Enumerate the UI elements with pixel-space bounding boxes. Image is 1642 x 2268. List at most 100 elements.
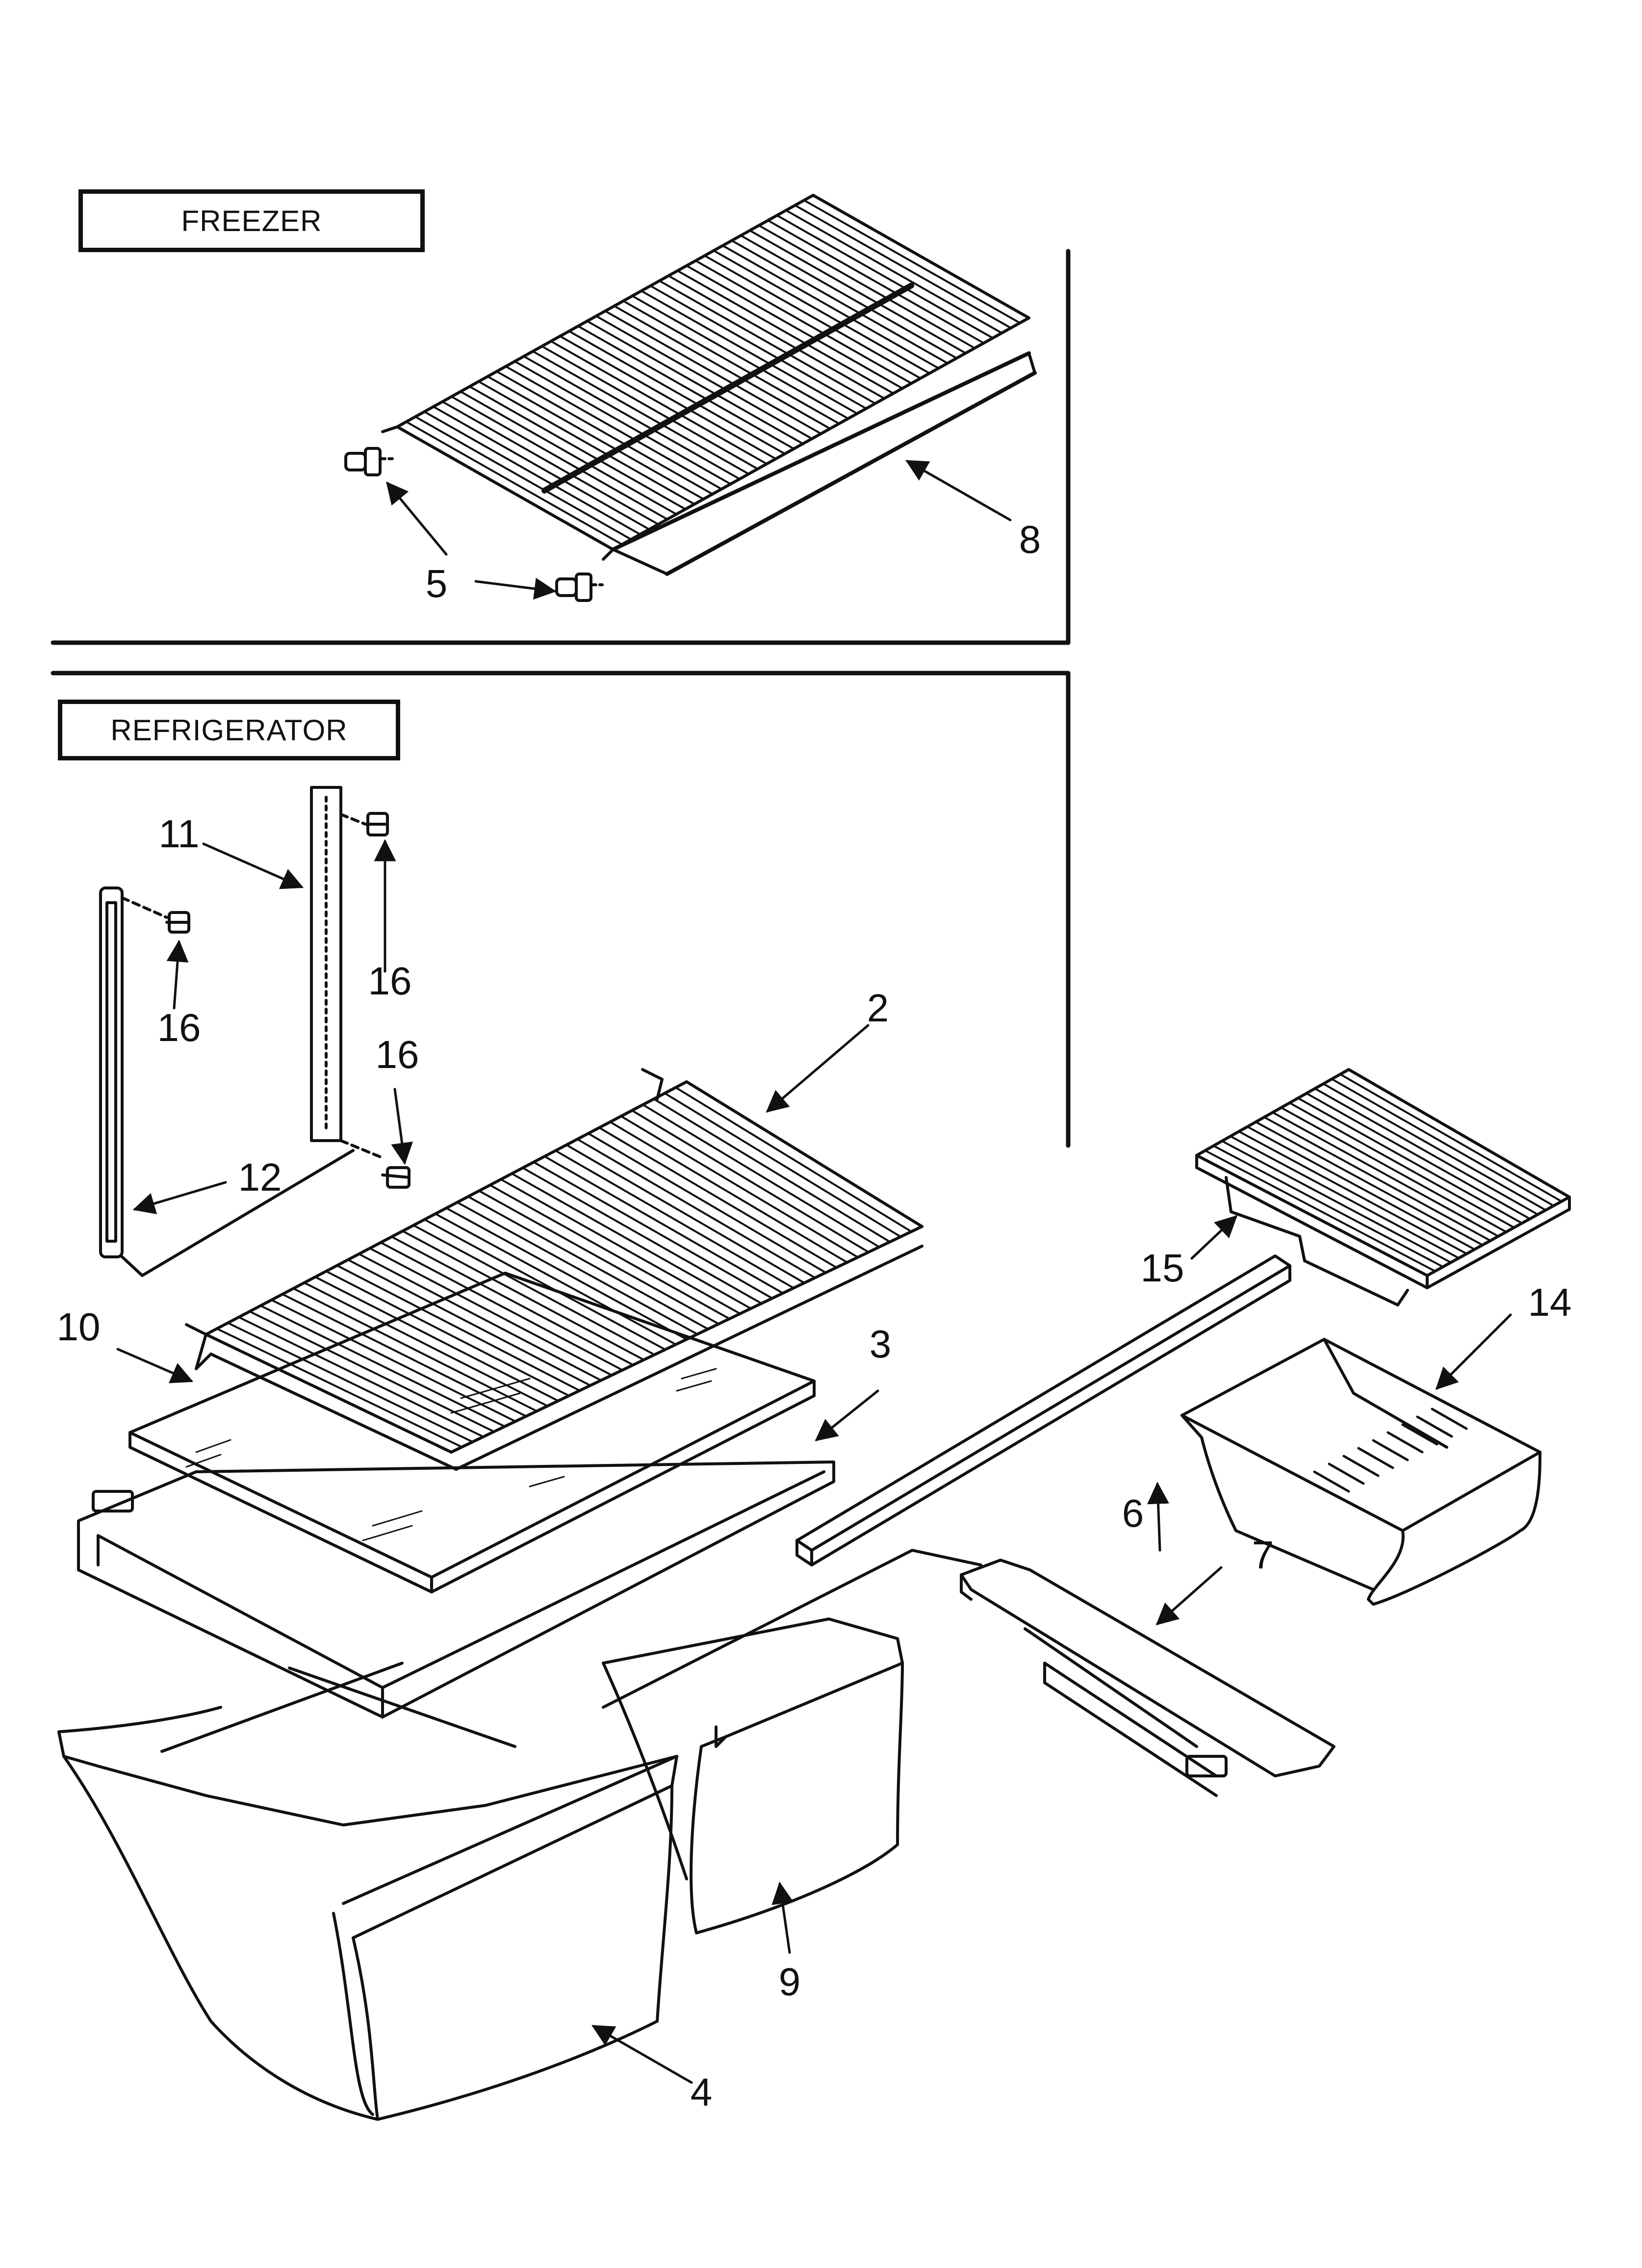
callout-4: 4 — [690, 2070, 713, 2114]
refrigerator-wire-shelf — [185, 1068, 924, 1471]
drawer-cover-rib — [1305, 1092, 1531, 1220]
fridge-shelf-wire — [664, 1092, 902, 1238]
drawer-slot — [1313, 1470, 1350, 1493]
drawer-cover-rib — [1322, 1083, 1547, 1211]
fridge-shelf-wire — [641, 1103, 880, 1248]
fridge-shelf-wire — [423, 1218, 667, 1351]
freezer-shelf-wire — [487, 375, 705, 500]
fridge-shelf-wire — [511, 1173, 752, 1310]
freezer-shelf-wire — [803, 199, 1021, 324]
fridge-shelf-wire — [587, 1132, 827, 1274]
fridge-shelf-wire — [358, 1253, 602, 1382]
freezer-shelf-wire — [468, 385, 687, 510]
fridge-shelf-wire — [598, 1126, 838, 1269]
freezer-shelf-wire — [505, 365, 723, 490]
freezer-shelf-wire — [622, 300, 840, 425]
fridge-shelf-wire — [456, 1201, 698, 1335]
drawer-slot — [1372, 1439, 1409, 1461]
freezer-wire-shelf — [381, 194, 1037, 576]
freezer-shelf-wire — [405, 420, 623, 546]
freezer-shelf-wire — [748, 229, 967, 354]
fridge-shelf-wire — [478, 1190, 720, 1325]
drawer-slot — [1357, 1447, 1394, 1469]
freezer-shelf-wire — [441, 400, 660, 525]
fridge-shelf-wire — [369, 1247, 613, 1377]
freezer-shelf-wire — [731, 239, 949, 365]
leader-arrows — [116, 460, 1512, 2084]
drawer-cover-rib — [1221, 1140, 1452, 1264]
shelf-support-left — [344, 447, 394, 476]
drawer-slot — [1328, 1462, 1365, 1485]
shelf-support-right — [555, 573, 604, 602]
freezer-shelf-wire — [703, 255, 922, 380]
drawer-cover-rib — [1339, 1073, 1563, 1202]
freezer-shelf-wire — [776, 214, 994, 339]
shelf-ladder-left — [99, 886, 168, 1258]
callout-5: 5 — [425, 562, 448, 605]
meat-drawer — [1180, 1338, 1541, 1606]
drawer-slot — [1431, 1408, 1468, 1430]
fridge-shelf-wire — [631, 1109, 870, 1253]
fridge-shelf-wire — [543, 1155, 784, 1294]
drawer-cover-rib — [1280, 1106, 1508, 1233]
freezer-shelf-wire — [532, 350, 750, 475]
freezer-shelf-wire — [577, 325, 795, 450]
freezer-shelf-wire — [676, 269, 895, 394]
freezer-shelf-wire — [631, 295, 849, 420]
drawer-cover-rib — [1263, 1116, 1491, 1242]
freezer-shelf-wire — [586, 320, 804, 445]
section-dividers — [51, 249, 1071, 1148]
glass-shelf-insert — [128, 1272, 816, 1593]
callout-14: 14 — [1528, 1280, 1572, 1324]
fridge-shelf-wire — [216, 1328, 463, 1448]
fridge-shelf-wire — [576, 1138, 816, 1279]
shelf-ladder-right — [121, 786, 384, 1277]
freezer-shelf-wire — [460, 391, 678, 516]
freezer-shelf-wire — [721, 244, 940, 369]
fridge-shelf-wire — [281, 1293, 527, 1417]
fridge-shelf-wire — [500, 1178, 742, 1315]
freezer-shelf-wire — [423, 411, 641, 536]
fridge-shelf-wire — [609, 1121, 848, 1264]
freezer-shelf-wire — [785, 209, 1003, 334]
callout-8: 8 — [1019, 518, 1041, 561]
fridge-shelf-wire — [412, 1224, 656, 1356]
callout-16-left: 16 — [157, 1006, 201, 1049]
drawer-support-rail — [602, 1549, 1335, 1797]
fridge-shelf-wire — [554, 1149, 795, 1289]
fridge-shelf-wire — [521, 1167, 763, 1304]
drawer-cover-rib — [1246, 1125, 1476, 1251]
freezer-shelf-wire — [740, 235, 958, 360]
screw-top-left — [165, 911, 190, 934]
fridge-shelf-wire — [336, 1264, 581, 1392]
fridge-shelf-wire — [380, 1241, 624, 1371]
drawer-cover-rib — [1297, 1097, 1523, 1225]
freezer-shelf-wire — [432, 405, 650, 530]
fridge-shelf-wire — [237, 1316, 485, 1438]
drawer-cover-rib — [1272, 1111, 1499, 1237]
fridge-shelf-wire — [227, 1322, 474, 1443]
drawer-slot — [1386, 1431, 1424, 1454]
fridge-shelf-wire — [445, 1207, 688, 1340]
drawer-cover-rib — [1229, 1135, 1460, 1259]
callout-6: 6 — [1122, 1491, 1144, 1535]
freezer-shelf-wire — [550, 340, 768, 465]
callout-2: 2 — [867, 986, 889, 1030]
freezer-shelf-wire — [667, 275, 886, 400]
fridge-shelf-wire — [467, 1196, 709, 1330]
freezer-shelf-wire — [713, 249, 931, 374]
freezer-shelf-wire — [794, 204, 1012, 329]
freezer-section-label: FREEZER — [78, 189, 425, 252]
freezer-shelf-wire — [658, 280, 876, 405]
fridge-shelf-wire — [314, 1276, 560, 1402]
refrigerator-section-label: REFRIGERATOR — [58, 700, 400, 760]
freezer-shelf-wire — [694, 260, 913, 385]
fridge-shelf-wire — [347, 1258, 591, 1387]
freezer-shelf-wire — [649, 285, 868, 410]
freezer-shelf-wire — [767, 219, 985, 344]
divider-strip — [795, 1254, 1291, 1566]
drawer-cover-rib — [1212, 1145, 1444, 1268]
fridge-shelf-wire — [674, 1086, 913, 1233]
freezer-shelf-wire — [595, 315, 813, 440]
